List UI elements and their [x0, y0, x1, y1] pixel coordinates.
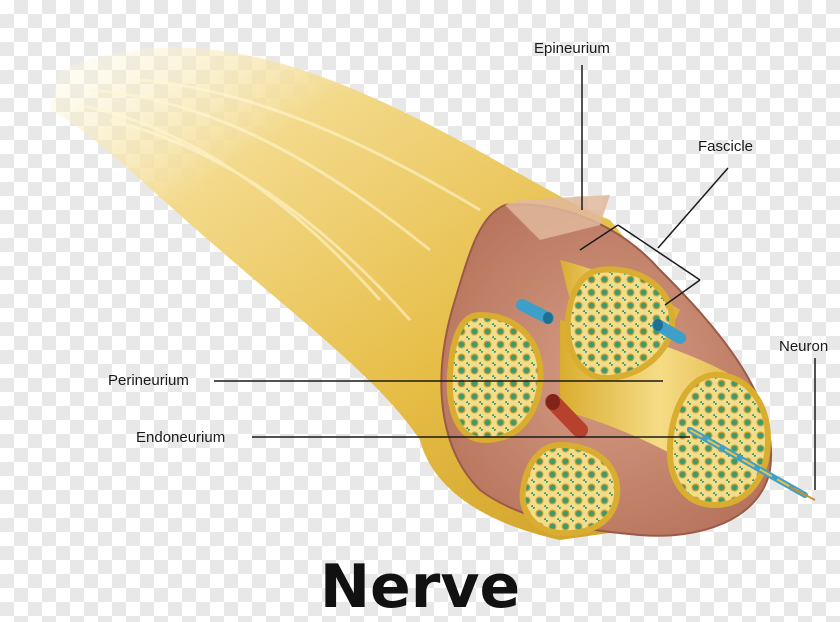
blood-vessel-vein-2	[652, 319, 686, 344]
blood-vessel-vein	[516, 299, 554, 324]
fascicle-label: Fascicle	[698, 138, 754, 155]
neuron-label: Neuron	[779, 338, 829, 355]
neuron-fiber	[687, 427, 816, 501]
endoneurium-label: Endoneurium	[136, 429, 226, 446]
blood-vessel-artery	[545, 394, 588, 438]
diagram-title: Nerve	[319, 552, 521, 622]
fascicle-leader-1	[657, 167, 729, 249]
fascicle-bracket	[579, 224, 701, 281]
leader-lines	[214, 65, 816, 490]
fascicle-cross-sections	[446, 266, 772, 537]
trunk-fiber-streaks	[79, 78, 481, 321]
fascicle-leader-2	[664, 279, 701, 306]
perineurium-label: Perineurium	[108, 372, 189, 389]
epineurium-flap	[505, 195, 610, 240]
epineurium-label: Epineurium	[534, 40, 610, 57]
